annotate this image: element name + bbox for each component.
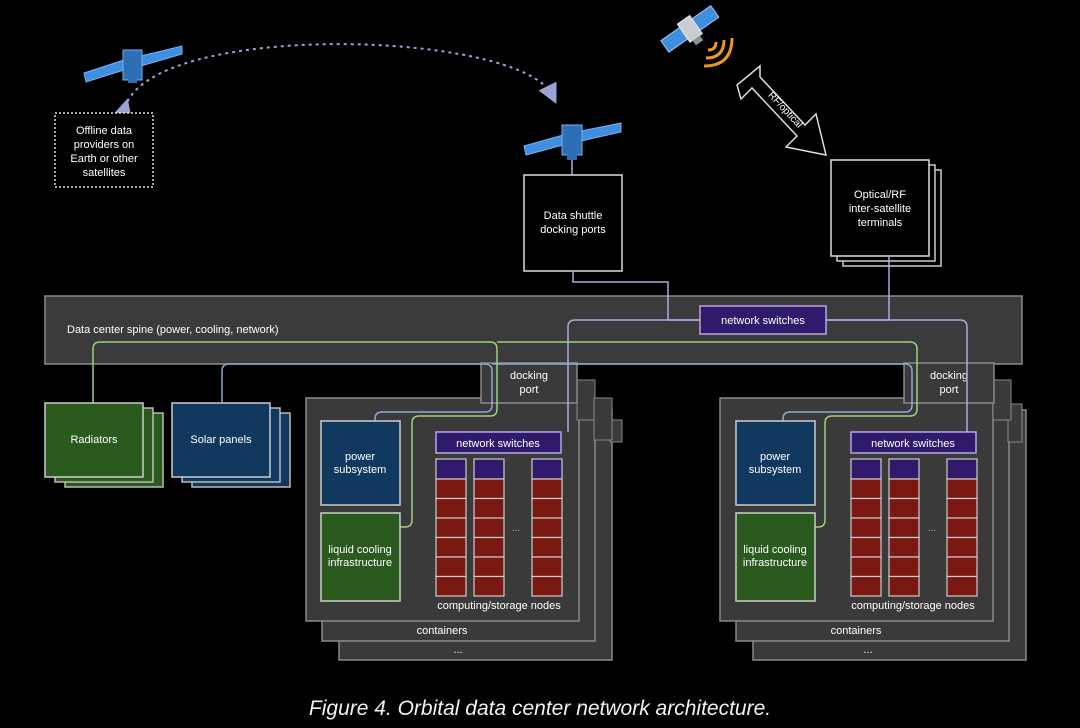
containers-label: containers: [831, 625, 882, 637]
rack-gap-dots: ...: [928, 523, 936, 534]
containers-label: containers: [417, 625, 468, 637]
module-left: power subsystem liquid cooling infrastru…: [320, 420, 563, 656]
power-subsystem-box: [735, 420, 816, 506]
liquid-cooling-line: infrastructure: [328, 557, 392, 569]
nodes-label: computing/storage nodes: [437, 600, 561, 612]
rack-group: [850, 458, 978, 597]
figure-caption: Figure 4. Orbital data center network ar…: [308, 697, 772, 720]
shuttle-satellite-icon: [523, 122, 622, 160]
module-right: power subsystem liquid cooling infrastru…: [735, 420, 978, 656]
terminals-line: Optical/RF: [854, 189, 906, 201]
liquid-cooling-box: [735, 512, 816, 602]
offline-providers-line: Earth or other: [70, 153, 138, 165]
docking-port-line: port: [940, 384, 959, 396]
liquid-cooling-line: liquid cooling: [743, 544, 807, 556]
docking-port-right: docking port: [903, 362, 1012, 421]
more-containers-label: ...: [453, 644, 462, 656]
liquid-cooling-line: liquid cooling: [328, 544, 392, 556]
solar-panels-label: Solar panels: [190, 434, 252, 446]
power-subsystem-box: [320, 420, 401, 506]
shuttle-docking-box: Data shuttle docking ports: [523, 174, 623, 272]
rack-gap-dots: ...: [512, 523, 520, 534]
power-subsystem-line: subsystem: [749, 464, 802, 476]
power-subsystem-line: power: [345, 451, 375, 463]
power-subsystem-line: power: [760, 451, 790, 463]
offline-transfer-arc: [112, 43, 557, 121]
offline-providers-box: Offline data providers on Earth or other…: [54, 112, 154, 188]
spine-label: Data center spine (power, cooling, netwo…: [67, 324, 279, 336]
shuttle-docking-line: docking ports: [540, 224, 606, 236]
terminals-box: Optical/RF inter-satellite terminals: [830, 159, 942, 267]
remote-satellite-icon: [660, 4, 720, 53]
spine-switch-label: network switches: [721, 315, 805, 327]
signal-icon: [703, 37, 734, 68]
rf-optical-label: RF/optical: [765, 90, 804, 130]
rf-optical-link-arrow: RF/optical: [736, 64, 828, 156]
radiators-label: Radiators: [70, 434, 118, 446]
docking-port-line: docking: [510, 370, 548, 382]
rack: [850, 458, 882, 597]
module-switch-label: network switches: [871, 438, 955, 450]
power-subsystem-line: subsystem: [334, 464, 387, 476]
module-network-switches: [850, 431, 977, 454]
data-center-spine: Data center spine (power, cooling, netwo…: [44, 295, 1023, 365]
nodes-label: computing/storage nodes: [851, 600, 975, 612]
rack: [473, 458, 505, 597]
shuttle-docking-line: Data shuttle: [544, 210, 603, 222]
radiators-stack: Radiators: [44, 402, 164, 488]
offline-providers-line: Offline data: [76, 125, 133, 137]
terminals-line: inter-satellite: [849, 203, 911, 215]
connection-lines: [92, 256, 968, 528]
rack: [946, 458, 978, 597]
module-switch-label: network switches: [456, 438, 540, 450]
rack: [435, 458, 467, 597]
docking-port-line: port: [520, 384, 539, 396]
liquid-cooling-line: infrastructure: [743, 557, 807, 569]
more-containers-label: ...: [863, 644, 872, 656]
offline-providers-line: satellites: [83, 167, 126, 179]
module-network-switches: [435, 431, 562, 454]
docking-port-line: docking: [930, 370, 968, 382]
rack-group: [435, 458, 563, 597]
terminals-line: terminals: [858, 217, 903, 229]
offline-providers-line: providers on: [74, 139, 135, 151]
solar-panels-stack: Solar panels: [171, 402, 291, 488]
rack: [888, 458, 920, 597]
rack: [531, 458, 563, 597]
satellite-icon: [83, 45, 183, 83]
spine-network-switches: network switches: [699, 305, 827, 335]
liquid-cooling-box: [320, 512, 401, 602]
